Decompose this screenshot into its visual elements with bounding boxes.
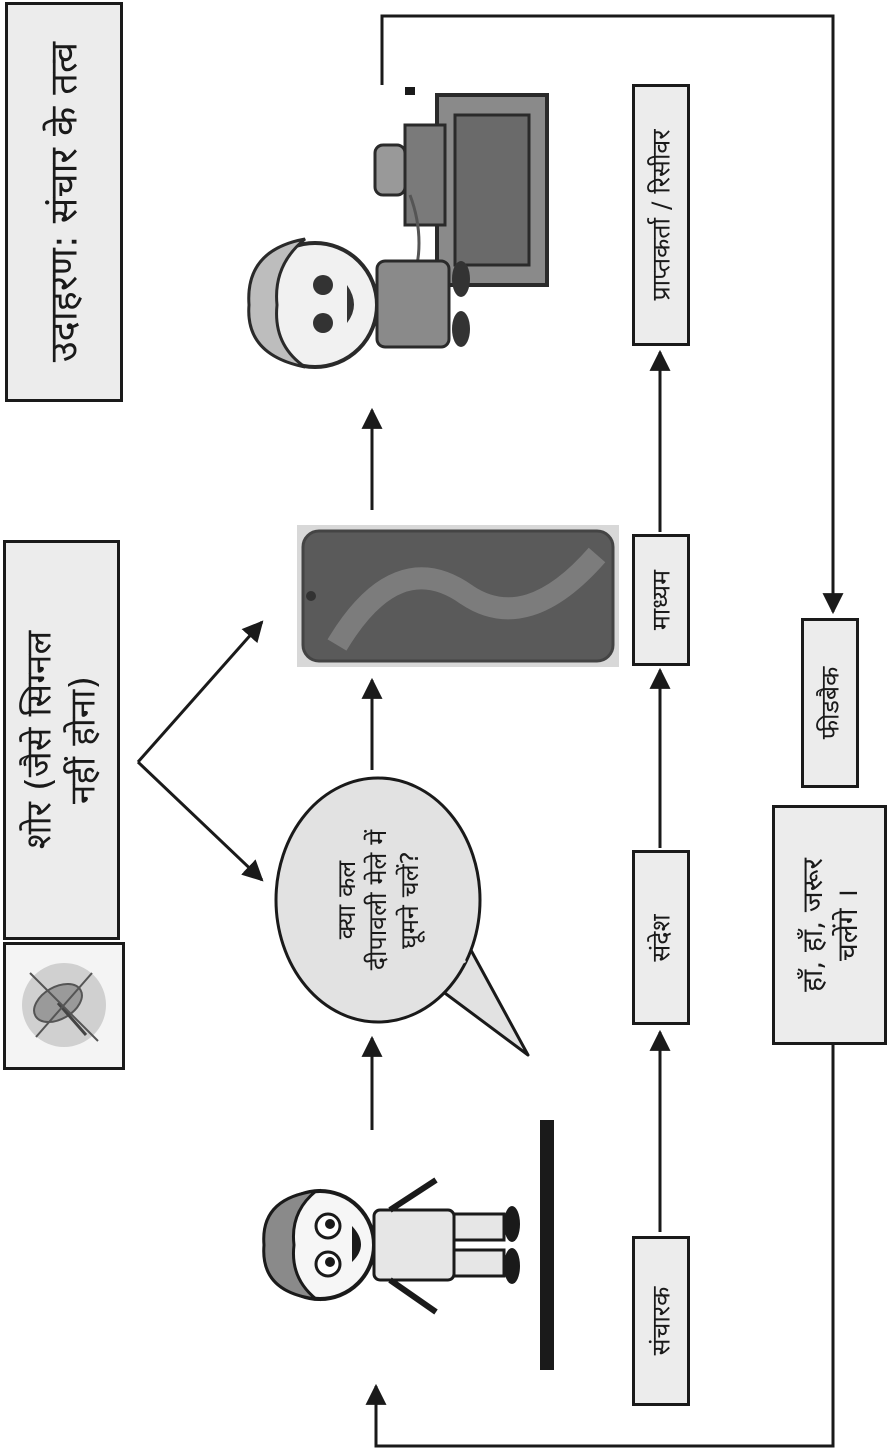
speech-bubble: क्या कल दीपावली मेले में घूमने चलें?	[270, 770, 530, 1060]
noise-label: शोर (जैसे सिग्नल नहीं होना)	[18, 630, 103, 850]
sender-label: संचारक	[646, 1286, 676, 1356]
medium-label: माध्यम	[646, 569, 676, 631]
receiver-label-box: प्राप्तकर्ता / रिसीवर	[632, 84, 690, 346]
reply-text: हाँ, हाँ, जरूर चलेंगे ।	[795, 858, 864, 992]
feedback-label-box: फीडबैक	[801, 618, 859, 788]
medium-label-box: माध्यम	[632, 534, 690, 666]
receiver-label: प्राप्तकर्ता / रिसीवर	[646, 129, 676, 301]
feedback-loop-top	[380, 14, 844, 615]
satellite-dish-no-signal-icon	[22, 963, 106, 1047]
message-label: संदेश	[646, 913, 676, 962]
sender-label-box: संचारक	[632, 1236, 690, 1406]
noise-box: शोर (जैसे सिग्नल नहीं होना)	[3, 540, 120, 940]
heading-box: उदाहरण: संचार के तत्व	[5, 2, 123, 402]
speech-bubble-text: क्या कल दीपावली मेले में घूमने चलें?	[332, 829, 424, 971]
feedback-loop-bottom	[365, 1045, 835, 1448]
reply-box: हाँ, हाँ, जरूर चलेंगे ।	[772, 805, 887, 1045]
boy-on-telephone-illustration	[247, 87, 549, 369]
receiver-illustration	[215, 85, 575, 425]
heading-title: उदाहरण: संचार के तत्व	[41, 41, 86, 363]
speech-bubble-shape	[274, 776, 530, 1057]
noise-icon-box	[3, 942, 125, 1070]
feedback-label: फीडबैक	[815, 666, 845, 740]
arrow-noise-to-phone	[136, 620, 264, 763]
medium-illustration	[297, 525, 619, 667]
sender-illustration	[228, 1100, 562, 1390]
message-label-box: संदेश	[632, 850, 690, 1025]
arrow-noise-to-bubble	[136, 760, 264, 882]
boy-speaking-illustration	[262, 1120, 554, 1370]
smartphone-illustration	[297, 525, 619, 667]
